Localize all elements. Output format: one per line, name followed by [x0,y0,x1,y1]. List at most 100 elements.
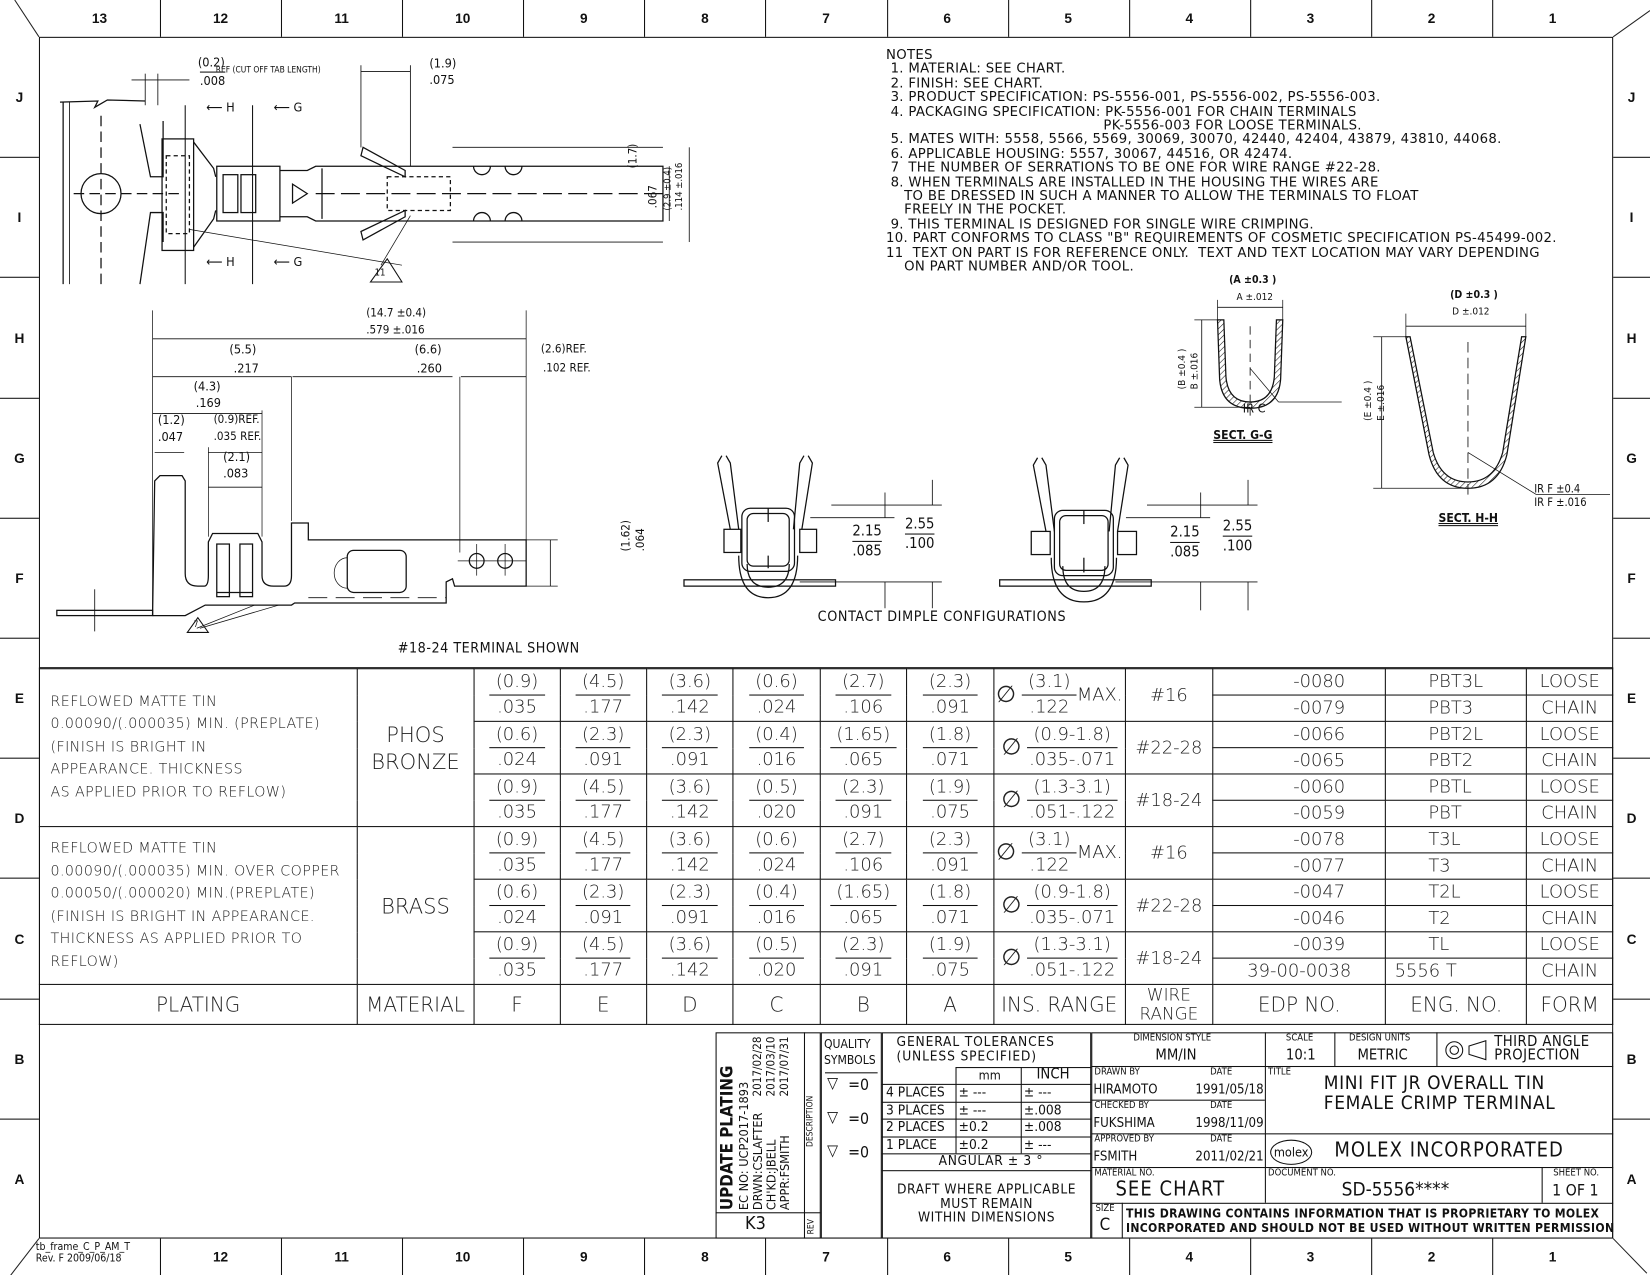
notes-list: 1. MATERIAL: SEE CHART. 2. FINISH: SEE C… [886,61,1557,273]
sheet-label: SHEET NO. [1553,1168,1600,1179]
zone-tick [1613,637,1650,639]
zone-tick [1613,397,1650,399]
material-label: MATERIAL NO. [1094,1168,1155,1179]
tol-row-rule [881,1083,1092,1085]
zone-column-label: 3 [1306,10,1315,27]
note-line: 4. PACKAGING SPECIFICATION: PK-5556-001 … [886,102,1357,119]
form-cell: CHAIN [1526,799,1614,828]
edp-cell: -0039 [1212,931,1387,959]
zone-tick [1128,1238,1130,1275]
dim-d5-in: .047 [157,429,184,445]
approved-date-label: DATE [1210,1134,1233,1145]
rev-label: REV [806,1219,816,1235]
dim-cutoff-in: .008 [199,71,226,88]
zone-tick [765,1238,767,1275]
dim-d4-mm: (4.3) [193,378,221,394]
dim-b-cell: (2.3).091 [819,773,908,828]
zone-row-label: A [14,1171,25,1187]
dim-d-cell: (3.6).142 [645,668,734,722]
wire-range-cell: #18-24 [1124,931,1214,985]
note-line: ON PART NUMBER AND/OR TOOL. [886,257,1134,274]
note-line: 6. APPLICABLE HOUSING: 5557, 30067, 4451… [886,145,1293,161]
dim-b-cell: (2.7).106 [819,826,908,880]
zone-tick [765,0,767,37]
zone-tick [0,397,39,399]
zone-row-label: D [14,810,25,827]
tb-h3 [1091,1133,1614,1135]
zone-tick [1128,0,1130,37]
eng-cell: PBTL [1385,773,1528,801]
edp-cell: -0078 [1212,826,1387,854]
dim-f-cell: (0.9).035 [473,931,561,985]
wire-range-cell: #18-24 [1124,773,1214,828]
zone-column-label: 10 [455,10,471,27]
dim-a-cell: (1.9).075 [906,773,994,828]
dim-c-cell: (0.5).020 [732,931,821,985]
ins-range-cell: ∅ (0.9-1.8).035-.071 [992,720,1126,775]
zone-row-label: J [1627,89,1636,106]
zone-tick [1370,0,1373,37]
gg-title: SECT. G-G [1213,427,1273,442]
eng-cell: PBT2L [1385,720,1528,749]
zone-row-label: I [17,209,22,226]
quality-symbols-block [820,1032,882,1239]
note-line: 2. FINISH: SEE CHART. [886,74,1044,91]
tb-v-size [1121,1202,1123,1239]
dim-serration-in: .075 [429,72,455,88]
dim-serration-mm: (1.9) [429,55,457,71]
zone-tick [0,517,39,519]
note-line: 10. PART CONFORMS TO CLASS "B" REQUIREME… [886,229,1557,246]
scale-label: SCALE [1285,1033,1314,1044]
tb-v-scale [1334,1032,1336,1066]
section-h-top: ⟵ H [206,99,235,115]
zone-row-label: B [1626,1050,1637,1067]
zone-row-label: B [14,1050,25,1067]
dim-d5-mm: (1.2) [157,412,185,428]
tb-h4 [1091,1167,1614,1169]
column-header: F [473,983,561,1025]
drawn-date-label: DATE [1210,1067,1233,1078]
note-line: 7 THE NUMBER OF SERRATIONS TO BE ONE FOR… [886,159,1381,175]
note-line: 3. PRODUCT SPECIFICATION: PS-5556-001, P… [886,88,1381,105]
zone-tick [0,1118,39,1120]
rev-ec-no: EC NO: UCP2017-1893 [736,1081,752,1211]
edp-cell: -0080 [1212,668,1387,696]
tol-h0 [955,1067,1092,1069]
zone-column-label: 5 [1064,1249,1073,1265]
terminal-shown-caption: #18-24 TERMINAL SHOWN [397,639,580,657]
zone-row-label: H [14,329,25,346]
zone-tick [0,277,39,279]
dim-height-vertical: (1.7) [626,143,640,169]
column-header: MATERIAL [356,983,475,1025]
wire-range-cell: #16 [1124,668,1214,722]
zone-column-label: 10 [455,1249,471,1265]
dim-c-cell: (0.4).016 [732,878,821,933]
tol-row-mm: ± --- [958,1102,987,1119]
zone-tick [1613,998,1650,1000]
zone-row-label: C [1626,930,1637,947]
zone-tick [644,0,646,37]
zone-tick [1613,277,1650,279]
dim-height-in: .067 [646,185,660,209]
dim-f-cell: (0.9).035 [473,773,561,828]
note-line: 1. MATERIAL: SEE CHART. [886,60,1066,77]
dim-b-cell: (2.3).091 [819,931,908,985]
dim-d1-mm: (5.5) [229,341,257,357]
dim-a-cell: (1.8).071 [906,878,994,933]
dim-d-cell: (2.3).091 [645,878,734,933]
dim-d6-mm: (0.9)REF. [213,412,260,427]
zone-row-label: F [15,570,24,587]
title-label: TITLE [1268,1067,1292,1078]
table-top-rule [38,667,1614,669]
column-header: D [645,983,734,1025]
column-header: A [906,983,994,1025]
zone-column-label: 2 [1427,1249,1436,1265]
column-header: B [819,983,908,1025]
form-cell: CHAIN [1526,747,1614,775]
tolerances-block [881,1032,1092,1239]
zone-tick [281,1238,283,1275]
tol-row-in: ± --- [1023,1137,1052,1153]
